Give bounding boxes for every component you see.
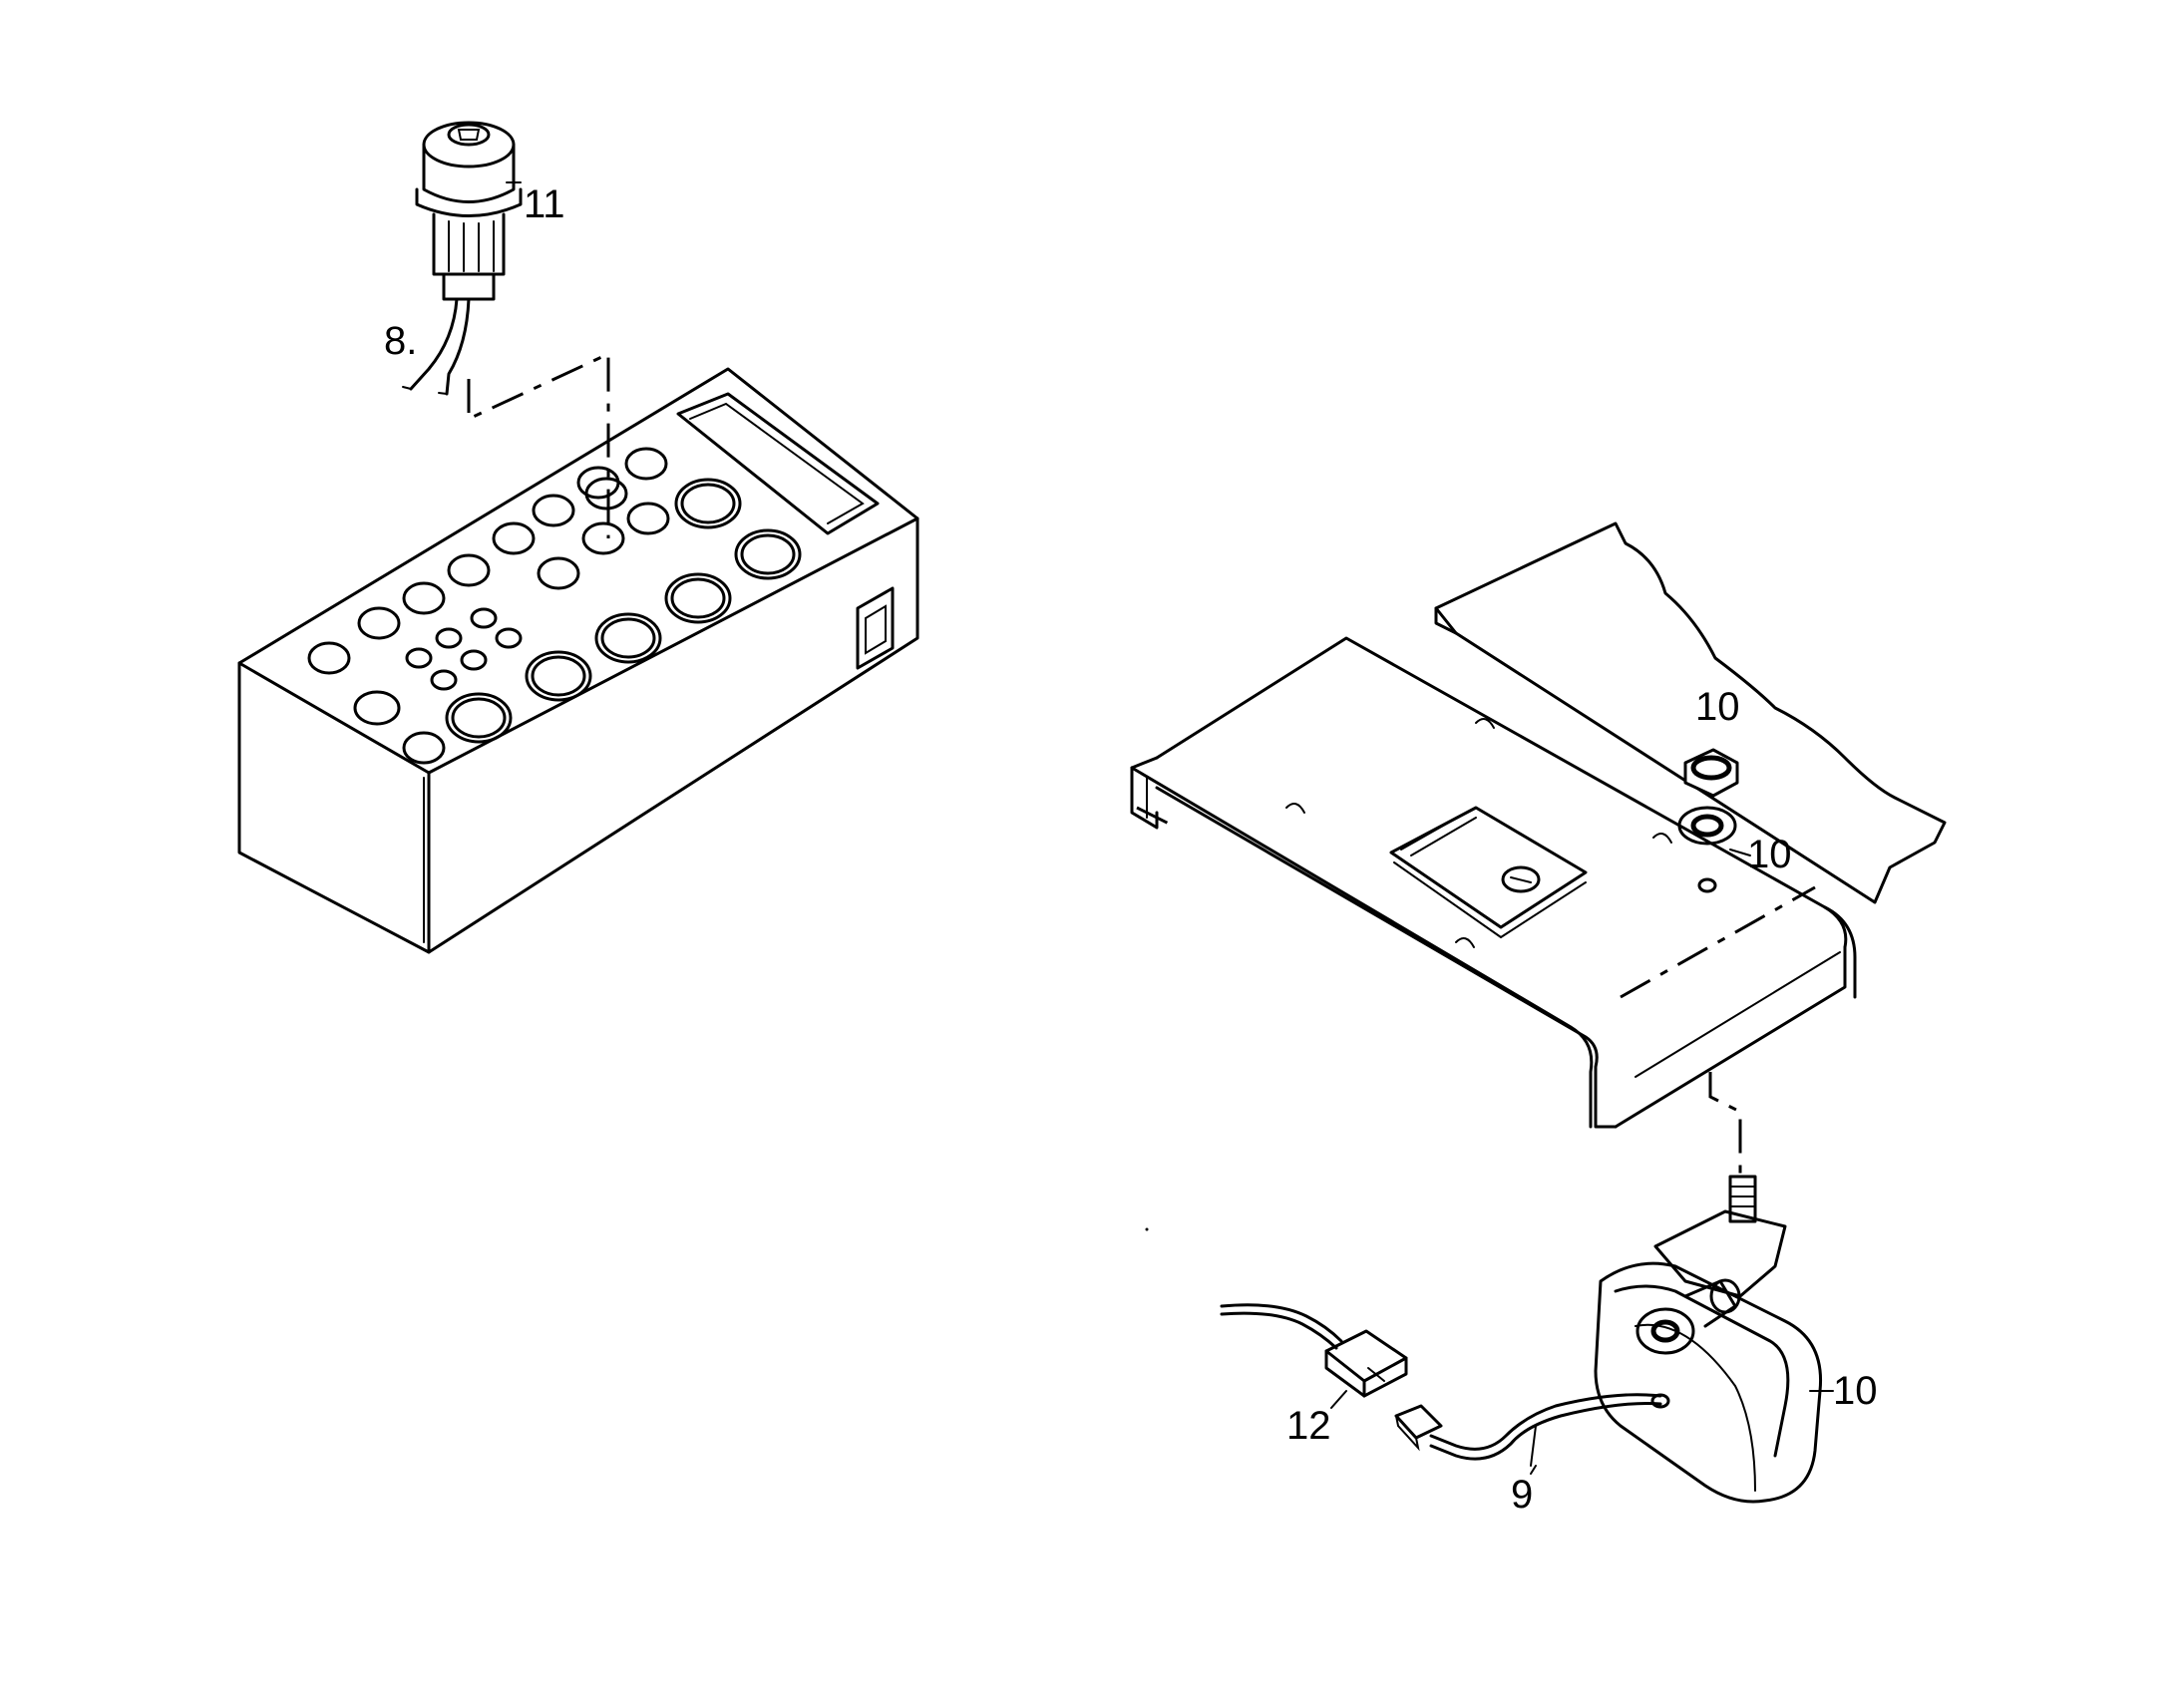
leader-line-12 bbox=[1330, 1390, 1347, 1409]
leader-line-9 bbox=[1530, 1465, 1537, 1475]
callout-11: 11 bbox=[524, 182, 565, 226]
mounting-panel bbox=[1130, 521, 1947, 1129]
callout-8: 8. bbox=[384, 319, 417, 363]
assembly-leader-console bbox=[467, 351, 610, 538]
callout-12: 12 bbox=[1286, 1404, 1331, 1448]
callout-10-washer: 10 bbox=[1747, 833, 1792, 876]
dashboard-console bbox=[237, 351, 919, 954]
callout-10-horn: 10 bbox=[1833, 1369, 1878, 1413]
horn-assembly bbox=[1594, 1072, 1823, 1504]
gauge-holes bbox=[307, 447, 802, 765]
leader-line-10-washer bbox=[1729, 849, 1751, 856]
callout-9: 9 bbox=[1511, 1473, 1533, 1517]
flat-washer bbox=[1677, 806, 1737, 846]
switch-wire bbox=[402, 297, 471, 396]
connector-plug bbox=[1220, 1303, 1408, 1398]
horn-wire bbox=[1394, 1393, 1662, 1467]
stray-dot bbox=[1145, 1227, 1149, 1231]
callout-10-nut: 10 bbox=[1695, 685, 1740, 729]
hex-nut bbox=[1683, 748, 1739, 798]
rotary-switch bbox=[415, 121, 523, 301]
